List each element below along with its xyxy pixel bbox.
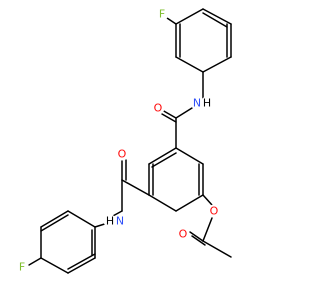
label-background [176,227,190,241]
label-background [113,214,127,228]
ring-bond [148,147,177,165]
aryl-double-bond [67,257,96,274]
bond-ring-carbonyl [121,179,150,196]
label-background [200,96,214,110]
aryl-double-bond [40,210,69,228]
atom-label-f-bot: F [19,261,25,274]
label-background [151,101,165,115]
aryl-bond [175,8,204,25]
carbonyl-double-bond [161,109,177,119]
atom-label-n-top: N [193,97,201,110]
ring-bond [148,194,177,212]
label-background [155,7,169,21]
label-background [103,214,117,228]
label-background [115,147,129,161]
atom-label-o-mid: O [118,148,127,161]
ring-bond [175,194,204,212]
bond-o-c [202,217,213,242]
aryl-bond [202,8,232,25]
aryl-double-bond-second [40,214,69,232]
ring-bond [175,147,204,165]
ester-carbonyl-double-bond-second [191,235,206,246]
label-background [15,260,29,274]
atom-label-h-bot: H [106,215,114,228]
aryl-bond [175,56,204,73]
aryl-double-bond-second [67,253,96,270]
atom-label-o-carbonyl: O [179,228,188,241]
atom-label-n-bot: N [116,215,124,228]
bond-lines [28,8,232,274]
bond-c-methyl [202,240,232,258]
bond-c-f [28,257,42,266]
label-background [207,204,221,218]
atom-label-o-ester: O [210,205,219,218]
aryl-bond [202,56,232,73]
ring-inner-bond [151,152,177,168]
atom-label-h-top: H [203,97,211,110]
bond-c-n [175,107,193,119]
carbonyl-double-bond-second [161,113,177,123]
atom-label-o-top: O [154,102,163,115]
label-background [190,96,204,110]
aryl-bond [67,210,96,228]
aryl-bond [40,257,69,274]
atom-label-f-top: F [159,8,165,21]
bond-ring-o [202,194,213,206]
ester-carbonyl-double-bond [189,231,204,242]
aryl-inner-bond [202,12,228,28]
